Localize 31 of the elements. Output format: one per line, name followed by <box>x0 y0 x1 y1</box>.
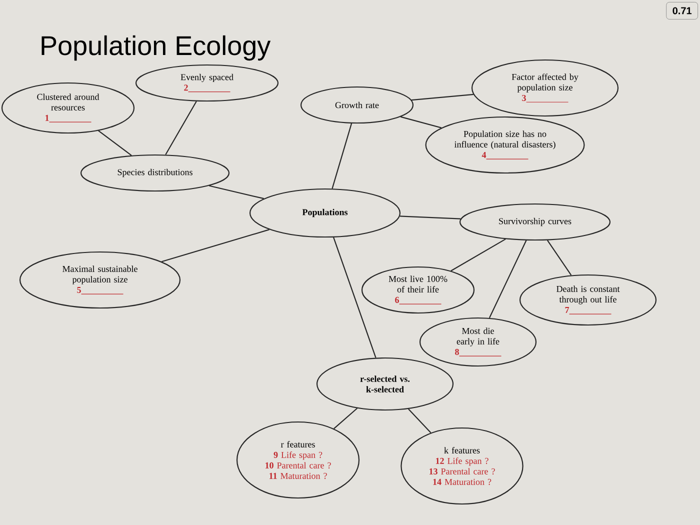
ellipse-node: Survivorship curves <box>459 203 611 241</box>
connector-line <box>333 237 376 358</box>
ellipse-node: r-selected vs. k-selected <box>316 357 454 411</box>
ellipse-node: k features 12 Life span ? 13 Parental care ? 14 Maturation ? <box>400 427 524 505</box>
ellipse-node: Death is constant through out life 7 <box>519 274 657 326</box>
ellipse-node: Population size has no influence (natural disasters) 4 <box>425 116 585 174</box>
ellipse-node: Growth rate <box>300 86 414 124</box>
ellipse-node: Most live 100% of their life 6 <box>361 266 475 314</box>
connector-line <box>332 123 352 189</box>
ellipse-node: r features 9 Life span ? 10 Parental care ? 11 Maturation ? <box>236 421 360 499</box>
connector-line <box>546 240 572 276</box>
connector-line <box>209 185 264 200</box>
connector-line <box>408 408 432 434</box>
title: Population Ecology <box>42 35 271 61</box>
ellipse-node: Clustered around resources 1 <box>1 82 135 134</box>
ellipse-node: Most die early in life 8 <box>419 317 537 367</box>
connector-line <box>334 408 358 430</box>
connector-line <box>400 216 461 220</box>
value-box: 0.71 <box>666 2 698 20</box>
ellipse-node: Factor affected by population size 3 <box>471 59 619 117</box>
connector-line <box>411 94 474 101</box>
ellipse-node: Maximal sustainable population size 5 <box>19 251 181 309</box>
connector-line <box>450 238 506 272</box>
connector-line <box>400 116 442 128</box>
connector-line <box>488 240 527 318</box>
connector-line <box>165 101 197 155</box>
ellipse-node: Populations <box>249 188 401 238</box>
ellipse-node: Species distributions <box>80 154 230 192</box>
ellipse-node: Evenly spaced 2 <box>135 64 279 102</box>
connector-line <box>98 130 132 156</box>
connector-line <box>162 229 270 262</box>
